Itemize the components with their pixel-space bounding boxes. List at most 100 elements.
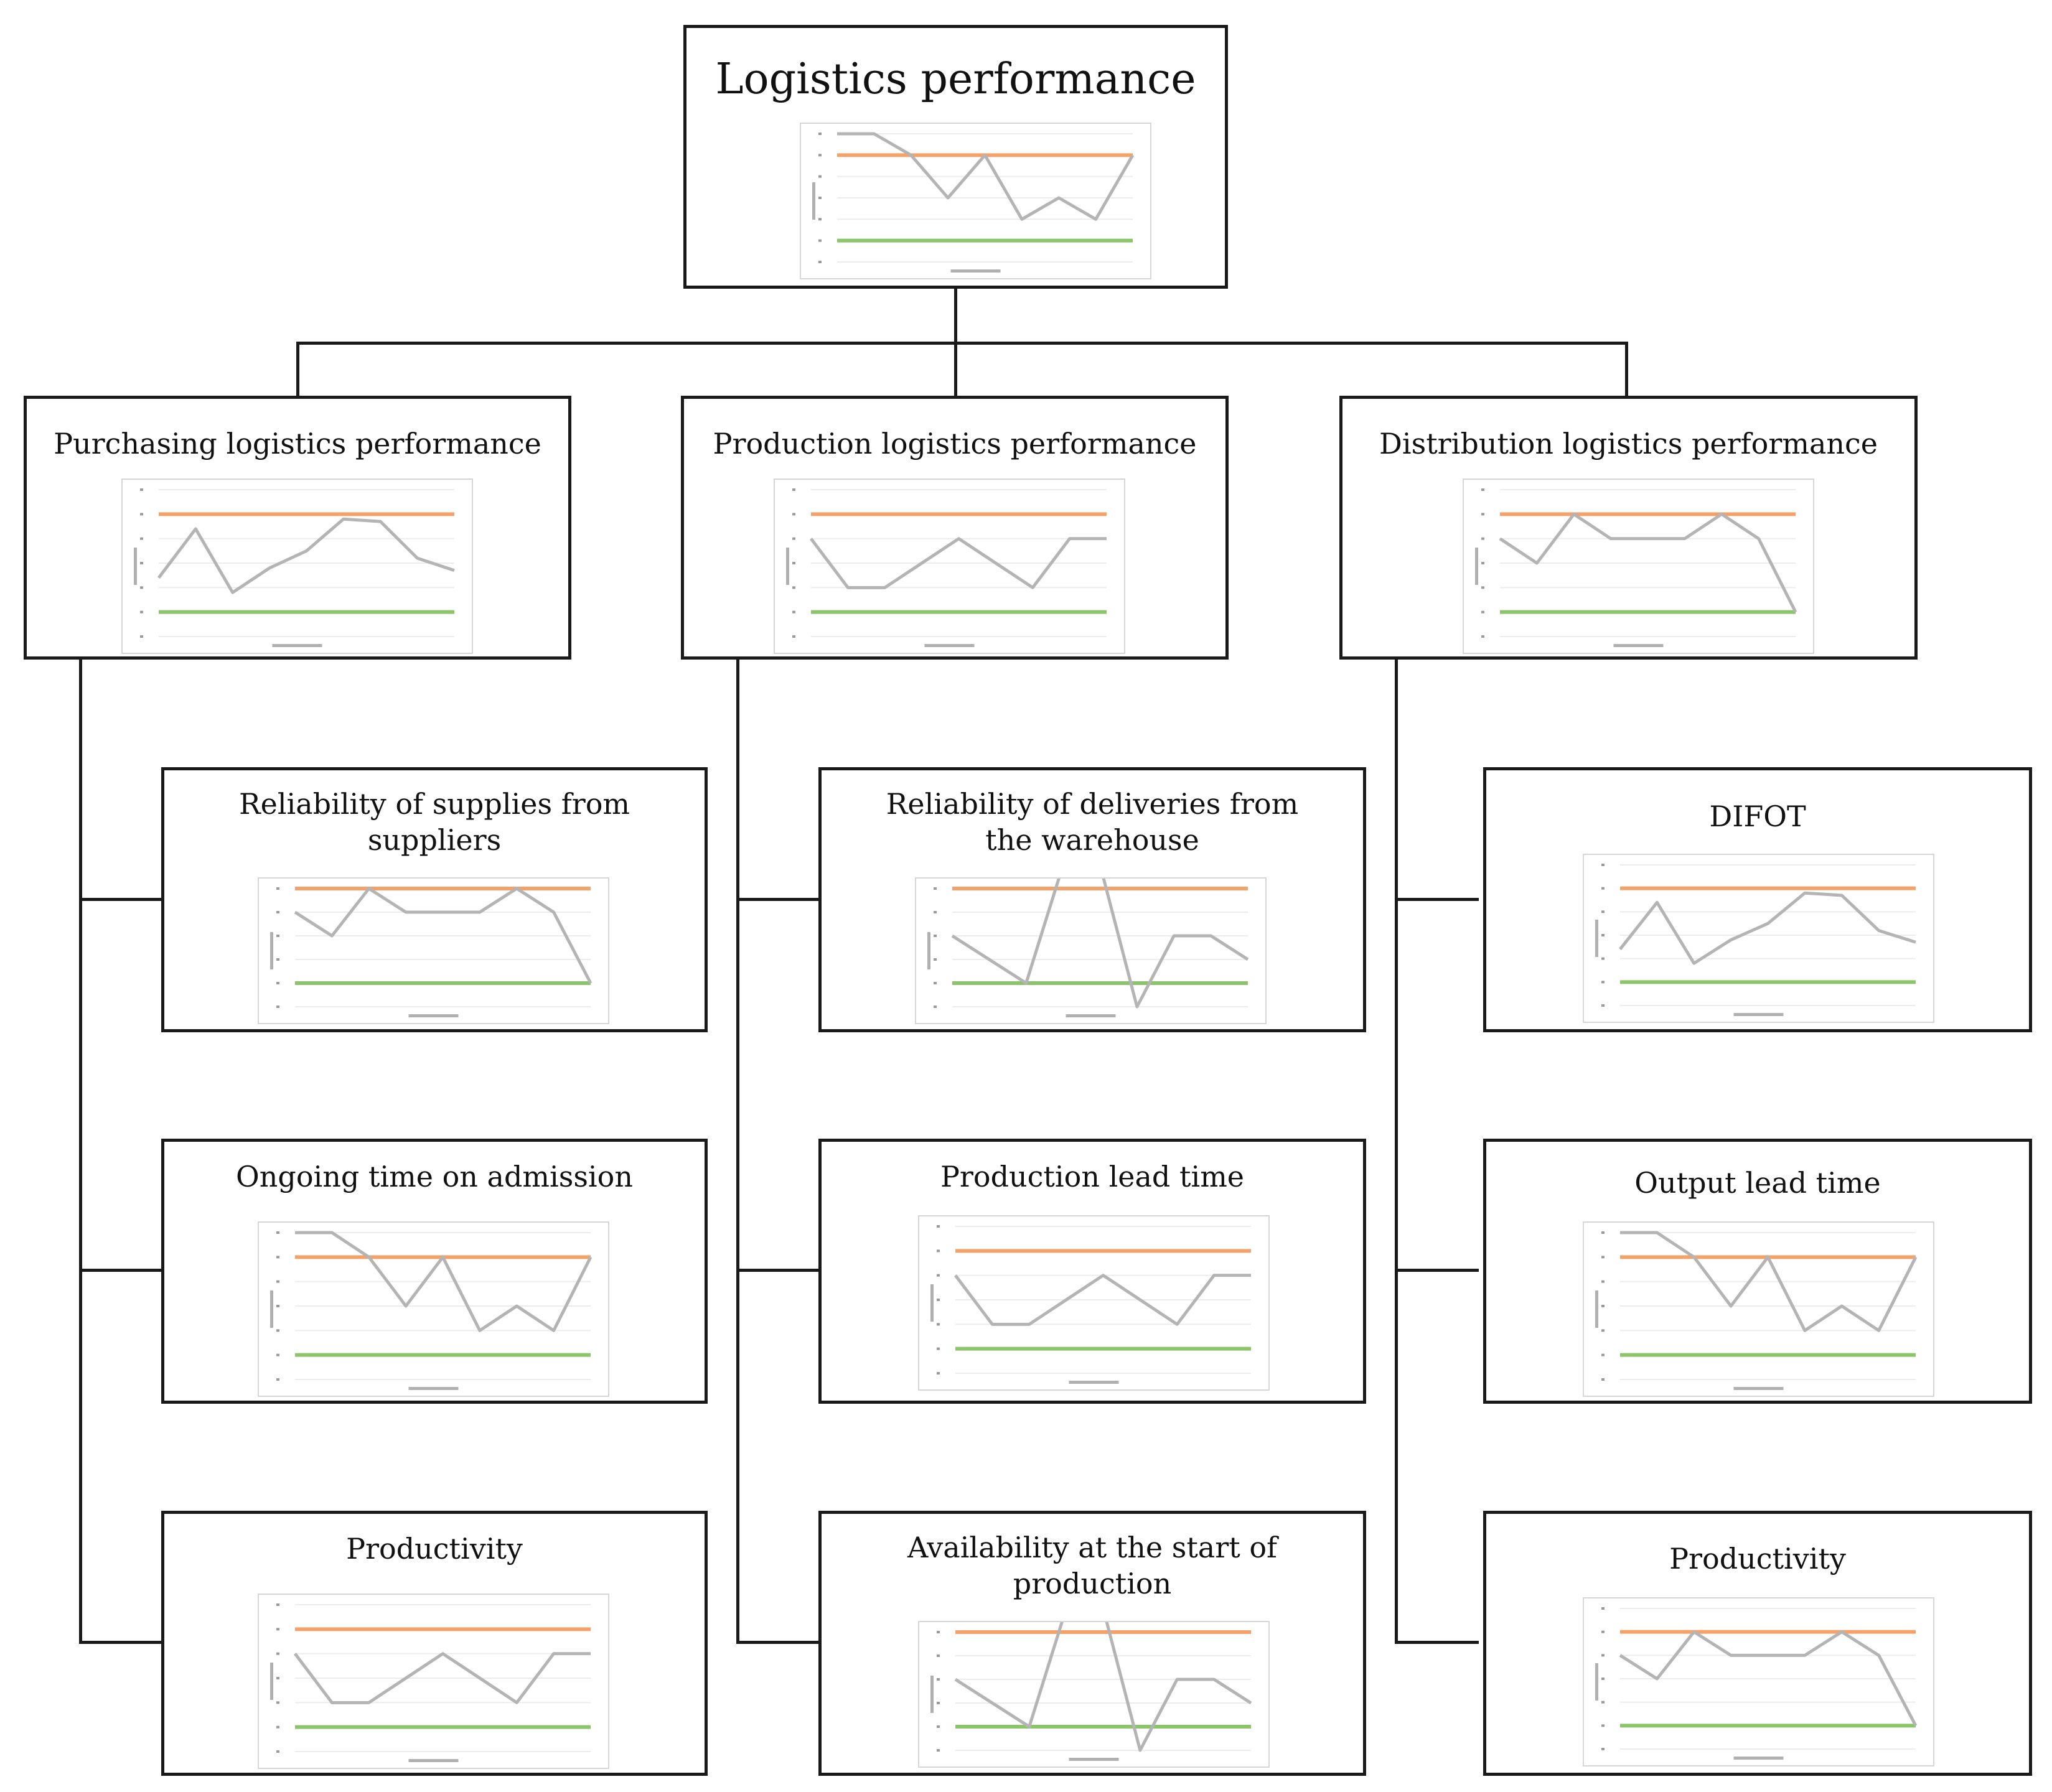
distribution-child-2-connector [1395,1269,1479,1272]
x-axis-label-mark [408,1014,459,1017]
y-axis-label-mark [270,1290,273,1328]
branch-distribution-drop-connector [1625,342,1628,398]
y-tick-mark [792,635,795,638]
child-title-production-3: Availability at the start of production [907,1531,1278,1600]
y-tick-mark [792,537,795,540]
y-tick-mark [140,610,143,614]
y-tick-mark [1601,1004,1605,1007]
root-title: Logistics performance [715,55,1196,104]
y-axis-label-mark [927,932,930,969]
y-tick-mark [934,887,937,890]
measured-line [295,1231,593,1332]
y-tick-mark [937,1225,940,1228]
y-axis-label-mark [786,548,789,585]
distribution-spine-connector [1395,658,1398,1644]
y-axis-label-mark [812,182,815,220]
y-tick-mark [937,1678,940,1681]
y-tick-mark [276,1006,279,1008]
branch-title-production: Production logistics performance [713,427,1197,460]
y-tick-mark [818,218,822,221]
y-tick-mark [934,935,937,937]
child-node-production-2: Production lead time [818,1139,1366,1404]
y-tick-mark [818,154,822,157]
y-axis-label-mark [270,1663,273,1700]
y-tick-mark [1601,981,1605,984]
child-title-purchasing-2: Ongoing time on admission [236,1160,633,1193]
child-title-distribution-2: Output lead time [1634,1166,1881,1200]
y-tick-mark [818,239,822,242]
x-axis-label-mark [1733,1013,1784,1016]
child-node-production-3: Availability at the start of production [818,1511,1366,1776]
y-axis-label-mark [930,1676,934,1713]
y-tick-mark [276,1256,279,1259]
y-tick-mark [937,1274,940,1277]
y-tick-mark [937,1249,940,1253]
y-tick-mark [792,610,795,614]
branch-node-distribution: Distribution logistics performance [1339,396,1918,660]
y-tick-mark [1481,586,1484,589]
y-tick-mark [276,1353,279,1356]
y-tick-mark [792,488,795,491]
y-tick-mark [934,1006,937,1008]
y-tick-mark [937,1702,940,1704]
child-title-purchasing-1: Reliability of supplies from suppliers [238,787,630,857]
y-axis-label-mark [1595,920,1598,957]
measured-line [157,517,455,594]
measured-line [837,132,1135,221]
measured-line [294,1652,591,1704]
y-tick-mark [818,261,822,263]
branch-chart-purchasing [121,478,473,654]
y-tick-mark [1601,1654,1605,1657]
y-tick-mark [937,1372,940,1374]
child-node-purchasing-1: Reliability of supplies from suppliers [161,767,708,1032]
y-tick-mark [792,562,795,564]
y-tick-mark [818,175,822,178]
y-tick-mark [1481,537,1484,540]
branch-chart-distribution [1463,478,1814,654]
child-node-distribution-2: Output lead time [1483,1139,2032,1404]
y-tick-mark [276,1329,279,1332]
branch-title-distribution: Distribution logistics performance [1379,427,1878,460]
child-title-production-1: Reliability of deliveries from the wareh… [886,787,1299,857]
y-tick-mark [934,958,937,961]
y-tick-mark [1601,1329,1605,1332]
measured-line [951,879,1249,1009]
mini-chart-svg [1595,864,1916,1016]
branch-node-purchasing: Purchasing logistics performance [24,396,571,660]
child-node-production-1: Reliability of deliveries from the wareh… [818,767,1366,1032]
y-tick-mark [1601,1305,1605,1307]
child-chart-distribution-3 [1583,1597,1934,1766]
x-axis-label-mark [924,644,975,647]
y-tick-mark [276,958,279,961]
y-tick-mark [1481,513,1484,516]
y-tick-mark [140,586,143,589]
x-axis-label-mark [408,1759,459,1762]
y-tick-mark [1601,1748,1605,1750]
y-tick-mark [1601,887,1605,890]
child-chart-production-1 [915,877,1267,1024]
child-node-purchasing-3: Productivity [161,1511,708,1776]
y-tick-mark [1601,957,1605,960]
y-tick-mark [934,911,937,913]
child-chart-production-2 [918,1215,1270,1391]
y-tick-mark [140,488,143,491]
child-chart-distribution-2 [1583,1221,1934,1397]
child-node-distribution-1: DIFOT [1483,767,2032,1032]
x-axis-label-mark [1613,644,1664,647]
y-tick-mark [1601,1607,1605,1610]
child-chart-purchasing-1 [258,877,609,1024]
y-tick-mark [1601,1724,1605,1727]
y-tick-mark [937,1654,940,1657]
mini-chart-svg [927,879,1249,1017]
y-tick-mark [276,982,279,984]
mini-chart-svg [1595,1607,1918,1760]
production-child-1-connector [736,898,820,901]
y-tick-mark [276,1701,279,1704]
x-axis-label-mark [408,1387,459,1390]
y-tick-mark [937,1347,940,1350]
x-axis-label-mark [1733,1387,1784,1390]
mini-chart-svg [1475,488,1797,647]
y-tick-mark [1481,610,1484,614]
x-axis-label-mark [1069,1381,1119,1384]
